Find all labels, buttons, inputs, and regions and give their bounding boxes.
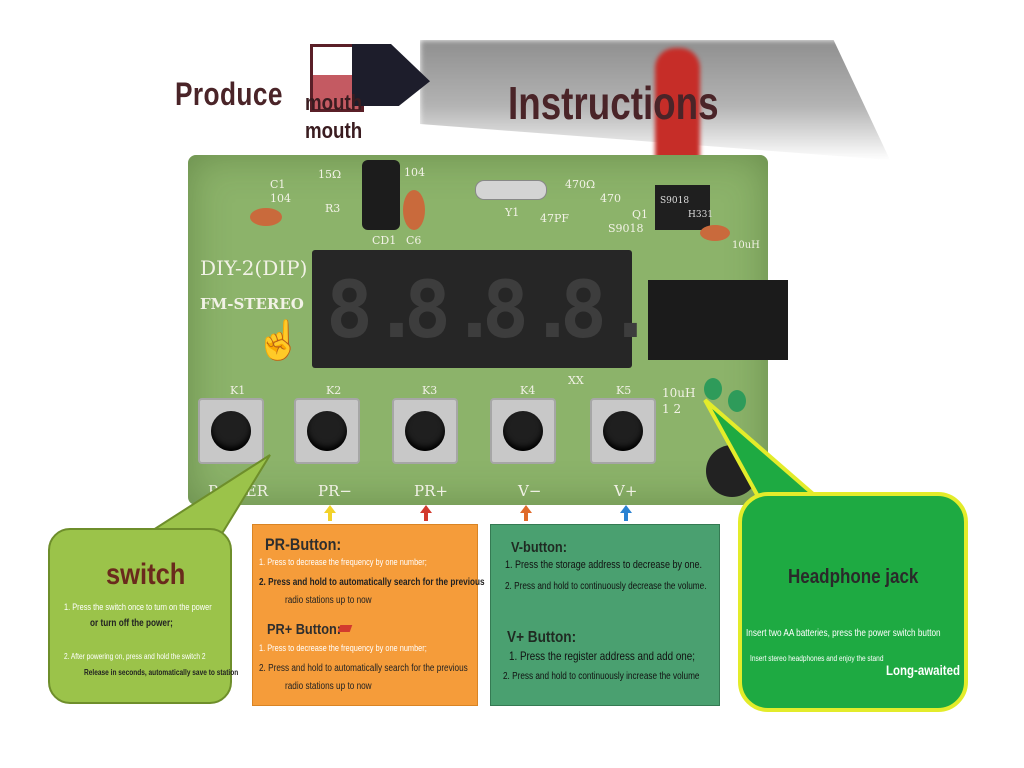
button-cap (211, 411, 251, 451)
headphone-line-3: Long-awaited (886, 662, 960, 678)
seven-segment-display: 8. 8. 8. 8. (312, 250, 654, 368)
pcb-silk: XX (568, 374, 584, 387)
pr-plus-line-3: radio stations up to now (285, 681, 372, 692)
key-id-k2: K2 (326, 384, 342, 397)
pr-plus-line-1: 1. Press to decrease the frequency by on… (259, 643, 427, 653)
arrow-stem (424, 513, 428, 521)
button-cap (307, 411, 347, 451)
pcb-silk: C6 (406, 234, 422, 247)
pcb-silk: 104 (270, 192, 291, 205)
arrow-head (620, 505, 632, 513)
switch-line-3: 2. After powering on, press and hold the… (64, 652, 206, 661)
inductor (728, 390, 746, 412)
switch-title: switch (106, 558, 186, 591)
headphone-pointer (703, 398, 826, 502)
pcb-silk: 104 (404, 166, 425, 179)
arrow-stem (524, 513, 528, 521)
switch-info-box: switch 1. Press the switch once to turn … (48, 528, 238, 704)
headphone-title: Headphone jack (788, 566, 919, 588)
ceramic-capacitor (403, 190, 425, 230)
ceramic-capacitor (250, 208, 282, 226)
v-minus-button[interactable] (490, 398, 556, 464)
arrow-stem (328, 513, 332, 521)
power-button[interactable] (198, 398, 264, 464)
crystal-y1 (475, 180, 547, 200)
switch-line-1: 1. Press the switch once to turn on the … (64, 602, 212, 612)
v-plus-line-1: 1. Press the register address and add on… (509, 649, 695, 663)
key-label-pr-plus: PR+ (414, 482, 448, 500)
pcb-silk: H331 (688, 210, 714, 220)
pcb-subtitle: FM-STEREO (200, 295, 304, 313)
arrow-left-icon (337, 625, 353, 632)
header-produce: Produce (175, 76, 283, 112)
v-minus-line-1: 1. Press the storage address to decrease… (505, 559, 703, 571)
hand-icon: ☝ (255, 318, 303, 362)
headphone-jack (648, 280, 788, 360)
arrow-head (420, 505, 432, 513)
arrow-head (520, 505, 532, 513)
pcb-model: DIY-2(DIP) (200, 256, 308, 280)
pcb-silk: 470 (600, 192, 621, 205)
key-id-k5: K5 (616, 384, 632, 397)
arrow-up-icon (420, 505, 432, 521)
header-mouth-top: mouth (305, 90, 363, 115)
ceramic-capacitor (700, 225, 730, 241)
pr-info-box: PR-Button: 1. Press to decrease the freq… (252, 524, 485, 706)
button-cap (603, 411, 643, 451)
pcb-silk: 470Ω (565, 178, 596, 191)
pcb-silk: C1 (270, 178, 286, 191)
pcb-silk: S9018 (660, 196, 690, 206)
v-plus-button[interactable] (590, 398, 656, 464)
pr-minus-line-3: radio stations up to now (285, 595, 372, 606)
key-label-v-minus: V− (518, 482, 542, 500)
electrolytic-capacitor (362, 160, 400, 230)
pcb-silk: 10uH (662, 386, 696, 400)
pcb-silk: 1 2 (662, 402, 682, 416)
v-minus-line-2: 2. Press and hold to continuously decrea… (505, 581, 707, 592)
pcb-silk: 15Ω (318, 168, 342, 181)
key-label-pr-minus: PR− (318, 482, 352, 500)
v-plus-title: V+ Button: (507, 629, 577, 646)
pr-plus-title: PR+ Button: (267, 621, 342, 638)
pr-plus-button[interactable] (392, 398, 458, 464)
pr-minus-title: PR-Button: (265, 535, 342, 554)
button-cap (503, 411, 543, 451)
pcb-silk: S9018 (608, 222, 644, 235)
pr-minus-line-1: 1. Press to decrease the frequency by on… (259, 557, 427, 567)
v-minus-title: V-button: (511, 539, 567, 556)
v-plus-line-2: 2. Press and hold to continuously increa… (503, 671, 700, 682)
inductor (704, 378, 722, 400)
key-label-v-plus: V+ (614, 482, 638, 500)
button-cap (405, 411, 445, 451)
key-id-k1: K1 (230, 384, 246, 397)
transistor (655, 185, 710, 230)
pcb-silk: CD1 (372, 234, 397, 247)
pcb-silk: 47PF (540, 212, 570, 225)
pr-plus-line-2: 2. Press and hold to automatically searc… (259, 663, 468, 674)
switch-line-4: Release in seconds, automatically save t… (84, 668, 239, 677)
pcb-silk: R3 (325, 202, 341, 215)
key-id-k3: K3 (422, 384, 438, 397)
volume-info-box: V-button: 1. Press the storage address t… (490, 524, 720, 706)
arrow-head (324, 505, 336, 513)
arrow-up-icon (620, 505, 632, 521)
arrow-up-icon (324, 505, 336, 521)
header-instructions: Instructions (508, 77, 719, 129)
pr-minus-line-2: 2. Press and hold to automatically searc… (259, 577, 485, 588)
headphone-line-1: Insert two AA batteries, press the power… (746, 628, 941, 639)
headphone-info-box: Headphone jack Insert two AA batteries, … (738, 492, 968, 712)
arrow-up-icon (520, 505, 532, 521)
header-mouth-bottom: mouth (305, 118, 363, 143)
headphone-line-2: Insert stereo headphones and enjoy the s… (750, 654, 884, 663)
arrow-stem (624, 513, 628, 521)
pcb-silk: Q1 (632, 208, 649, 221)
pr-minus-button[interactable] (294, 398, 360, 464)
key-id-k4: K4 (520, 384, 536, 397)
pcb-silk: Y1 (505, 206, 520, 219)
switch-line-2: or turn off the power; (90, 618, 173, 629)
pcb-silk: 10uH (732, 240, 760, 251)
